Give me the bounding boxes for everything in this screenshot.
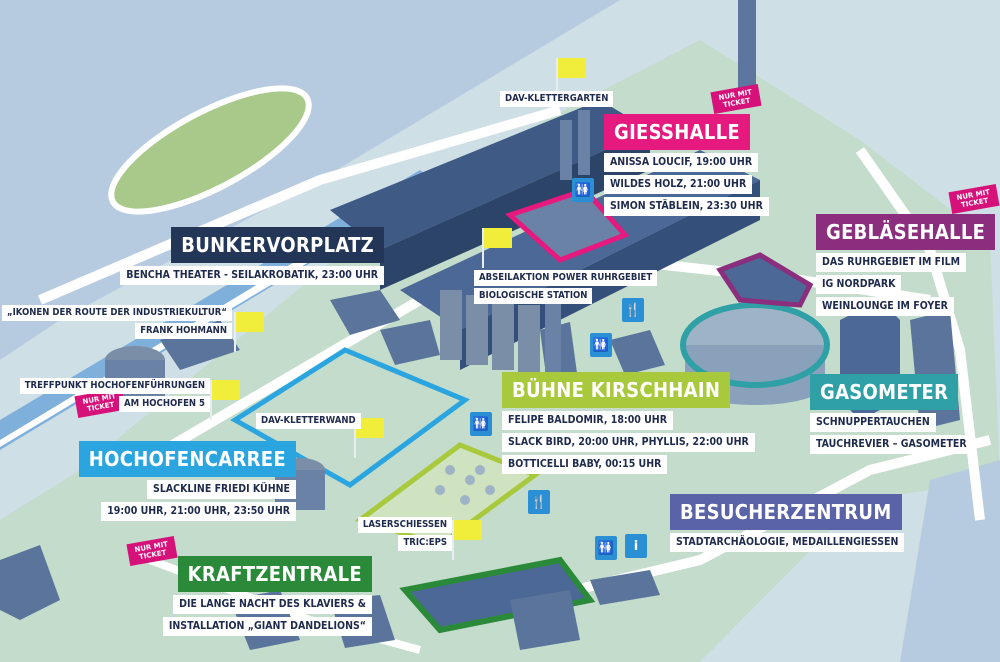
label-treffpunkt: TREFFPUNKT HOCHOFENFÜHRUNGEN AM HOCHOFEN…	[19, 378, 210, 412]
label-line: „IKONEN DER ROUTE DER INDUSTRIEKULTUR“	[2, 305, 232, 321]
venue-gasometer[interactable]: GASOMETER SCHNUPPERTAUCHEN TAUCHREVIER –…	[810, 374, 973, 454]
venue-bunkervorplatz[interactable]: BUNKERVORPLATZ BENCHA THEATER - SEILAKRO…	[120, 227, 384, 285]
venue-event: WILDES HOLZ, 21:00 UHR	[604, 175, 753, 194]
venue-kraftzentrale[interactable]: KRAFTZENTRALE DIE LANGE NACHT DES KLAVIE…	[162, 556, 372, 636]
label-line: TRIC:EPS	[398, 535, 452, 551]
venue-event: SIMON STÄBLEIN, 23:30 UHR	[604, 197, 769, 216]
venue-title: KRAFTZENTRALE	[177, 556, 372, 592]
label-ikonen: „IKONEN DER ROUTE DER INDUSTRIEKULTUR“ F…	[2, 305, 232, 339]
venue-geblaesehalle[interactable]: GEBLÄSEHALLE DAS RUHRGEBIET IM FILM IG N…	[816, 214, 996, 316]
venue-giesshalle[interactable]: GIESSHALLE ANISSA LOUCIF, 19:00 UHR WILD…	[604, 114, 769, 216]
label-line: FRANK HOHMANN	[135, 323, 232, 339]
venue-title: GIESSHALLE	[604, 114, 750, 150]
venue-event: BOTTICELLI BABY, 00:15 UHR	[502, 455, 668, 474]
flag-icon	[354, 418, 384, 458]
venue-title: HOCHOFENCARREE	[78, 441, 296, 477]
flag-icon	[452, 520, 482, 560]
label-abseilaktion: ABSEILAKTION POWER RUHRGEBIET BIOLOGISCH…	[474, 270, 658, 304]
venue-event: STADTARCHÄOLOGIE, MEDAILLENGIESSEN	[670, 533, 905, 552]
flag-icon	[556, 58, 586, 98]
label-line: BIOLOGISCHE STATION	[474, 288, 593, 304]
label-laserschiessen: LASERSCHIESSEN TRIC:EPS	[357, 517, 452, 551]
venue-title: BÜHNE KIRSCHHAIN	[502, 372, 731, 408]
label-line: ABSEILAKTION POWER RUHRGEBIET	[474, 270, 658, 286]
venue-event: WEINLOUNGE IM FOYER	[816, 297, 954, 316]
toilet-icon: 🚻	[595, 536, 617, 560]
toilet-icon: 🚻	[590, 333, 612, 357]
venue-event: ANISSA LOUCIF, 19:00 UHR	[604, 153, 759, 172]
flag-icon	[482, 228, 512, 268]
venue-event: SLACKLINE FRIEDI KÜHNE	[147, 480, 296, 499]
venue-besucherzentrum[interactable]: BESUCHERZENTRUM STADTARCHÄOLOGIE, MEDAIL…	[670, 494, 905, 552]
venue-title: GEBLÄSEHALLE	[816, 214, 996, 250]
toilet-icon: 🚻	[470, 412, 492, 436]
venue-event: 19:00 UHR, 21:00 UHR, 23:50 UHR	[101, 502, 296, 521]
food-drink-icon: 🍴	[622, 298, 644, 322]
venue-event: INSTALLATION „GIANT DANDELIONS“	[162, 617, 372, 636]
venue-event: DAS RUHRGEBIET IM FILM	[816, 253, 967, 272]
venue-title: BESUCHERZENTRUM	[670, 494, 902, 530]
venue-title: BUNKERVORPLATZ	[171, 227, 384, 263]
toilet-icon: 🚻	[572, 178, 594, 202]
venue-buehne-kirschhain[interactable]: BÜHNE KIRSCHHAIN FELIPE BALDOMIR, 18:00 …	[502, 372, 755, 474]
label-dav-klettergarten: DAV-KLETTERGARTEN	[500, 91, 614, 107]
food-drink-icon: 🍴	[528, 490, 550, 514]
label-dav-kletterwand: DAV-KLETTERWAND	[256, 413, 361, 429]
venue-event: SLACK BIRD, 20:00 UHR, PHYLLIS, 22:00 UH…	[502, 433, 755, 452]
label-line: LASERSCHIESSEN	[357, 517, 452, 533]
venue-event: BENCHA THEATER - SEILAKROBATIK, 23:00 UH…	[120, 266, 384, 285]
label-line: TREFFPUNKT HOCHOFENFÜHRUNGEN	[19, 378, 210, 394]
flag-icon	[234, 312, 264, 352]
info-icon: i	[625, 534, 647, 558]
venue-event: DIE LANGE NACHT DES KLAVIERS &	[173, 595, 372, 614]
venue-hochofencarree[interactable]: HOCHOFENCARREE SLACKLINE FRIEDI KÜHNE 19…	[78, 441, 296, 521]
venue-title: GASOMETER	[810, 374, 959, 410]
venue-event: IG NORDPARK	[816, 275, 902, 294]
label-line: AM HOCHOFEN 5	[119, 396, 210, 412]
venue-event: TAUCHREVIER – GASOMETER	[810, 435, 973, 454]
venue-event: FELIPE BALDOMIR, 18:00 UHR	[502, 411, 673, 430]
flag-icon	[210, 380, 240, 420]
venue-event: SCHNUPPERTAUCHEN	[810, 413, 936, 432]
